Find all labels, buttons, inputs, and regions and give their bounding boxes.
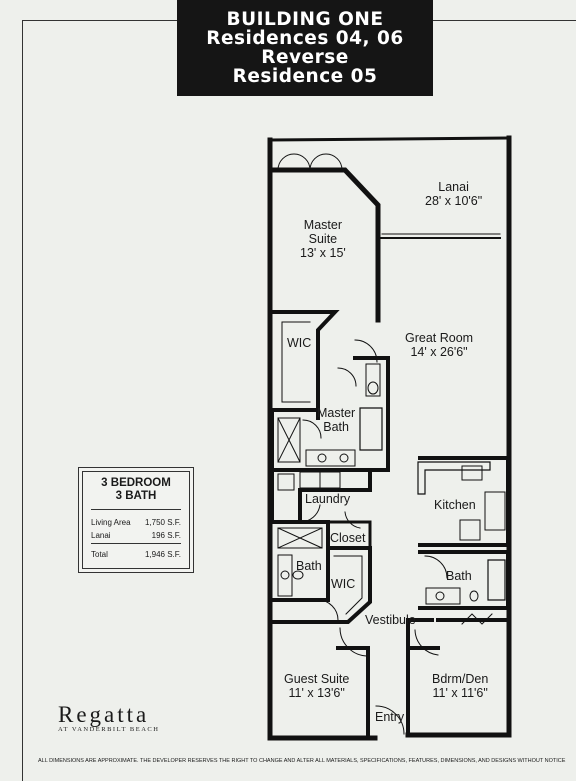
bdrm-den-label: Bdrm/Den 11' x 11'6" xyxy=(432,672,488,700)
entry-label: Entry xyxy=(375,710,405,724)
info-divider-bottom xyxy=(91,543,181,544)
laundry-label: Laundry xyxy=(305,492,351,506)
wic-master-label: WIC xyxy=(287,336,312,350)
sink-1 xyxy=(317,453,327,463)
closet-door xyxy=(344,511,361,529)
toilet-master xyxy=(367,381,379,395)
bdrm-wall xyxy=(406,618,510,650)
kitchen-label: Kitchen xyxy=(434,498,476,512)
wic-master-wall xyxy=(270,310,340,412)
laundry-cab xyxy=(277,473,295,491)
living-area-row: Living Area 1,750 S.F. xyxy=(91,518,181,527)
title-line-2: Residences 04, 06 xyxy=(206,28,404,49)
guest-vanity xyxy=(277,554,293,597)
guest-sink xyxy=(280,570,290,580)
great-room-name: Great Room xyxy=(405,331,474,345)
shower-master xyxy=(277,417,301,463)
living-area-value: 1,750 S.F. xyxy=(144,518,181,527)
unit-info-inner: 3 BEDROOM 3 BATH Living Area 1,750 S.F. … xyxy=(82,471,190,569)
laundry-door xyxy=(299,504,321,523)
vanity-master xyxy=(305,449,356,467)
right-tub xyxy=(487,559,506,601)
lanai-name: Lanai xyxy=(438,180,469,194)
master-suite-size: 13' x 15' xyxy=(300,246,346,260)
lanai-area-row: Lanai 196 S.F. xyxy=(91,531,181,540)
guest-wic-door xyxy=(317,599,339,621)
lanai-label: Lanai 28' x 10'6" xyxy=(425,180,482,208)
master-bath-name-2: Bath xyxy=(323,420,349,434)
bedroom-count: 3 BEDROOM xyxy=(101,477,171,489)
bath-door-swing xyxy=(337,367,357,387)
right-sink xyxy=(435,591,445,601)
living-area-label: Living Area xyxy=(91,518,131,527)
total-row: Total 1,946 S.F. xyxy=(91,550,181,559)
master-bath-label: Master Bath xyxy=(317,406,355,434)
master-suite-label: Master Suite 13' x 15' xyxy=(300,218,346,260)
kitchen-counter xyxy=(418,456,510,547)
guest-wic-label: WIC xyxy=(331,577,356,591)
closet-label: Closet xyxy=(330,531,366,545)
info-divider-top xyxy=(91,509,181,510)
lanai-door-arcs xyxy=(277,153,343,171)
title-line-4: Residence 05 xyxy=(232,66,378,87)
washer-dryer xyxy=(299,471,341,489)
kitchen-range xyxy=(461,465,483,481)
bath-count: 3 BATH xyxy=(115,490,157,502)
guest-bath-label: Bath xyxy=(296,559,322,573)
bdrm-den-name: Bdrm/Den xyxy=(432,672,489,686)
wc-master xyxy=(365,363,381,397)
disclaimer-text: ALL DIMENSIONS ARE APPROXIMATE. THE DEVE… xyxy=(38,758,566,764)
lanai-area-label: Lanai xyxy=(91,531,111,540)
title-line-1: BUILDING ONE xyxy=(226,9,384,30)
unit-info-box: 3 BEDROOM 3 BATH Living Area 1,750 S.F. … xyxy=(78,467,194,573)
regatta-logo: Regatta xyxy=(58,702,150,727)
bdrm-door xyxy=(414,629,439,656)
master-bath-name-1: Master xyxy=(317,406,356,420)
guest-shower xyxy=(277,527,323,549)
right-bath-door xyxy=(424,555,448,579)
sink-2 xyxy=(339,453,349,463)
great-room-label: Great Room 14' x 26'6" xyxy=(405,331,473,359)
wic-door xyxy=(302,419,322,439)
fridge xyxy=(484,491,506,531)
guest-suite-label: Guest Suite 11' x 13'6" xyxy=(284,672,349,700)
guest-toilet xyxy=(292,570,304,580)
wic-master-shelf xyxy=(281,321,311,403)
great-room-size: 14' x 26'6" xyxy=(410,345,468,359)
lanai-size: 28' x 10'6" xyxy=(425,194,483,208)
bdrm-den-size: 11' x 11'6" xyxy=(432,686,488,700)
kitchen-sink xyxy=(459,519,481,541)
total-label: Total xyxy=(91,550,108,559)
guest-suite-size: 11' x 13'6" xyxy=(288,686,345,700)
guest-wic-shelf xyxy=(333,555,363,615)
vestibule-label: Vestibule xyxy=(365,613,416,627)
title-block: BUILDING ONE Residences 04, 06 Reverse R… xyxy=(177,0,433,96)
title-line-3: Reverse xyxy=(261,47,349,68)
total-value: 1,946 S.F. xyxy=(144,550,181,559)
guest-suite-name: Guest Suite xyxy=(284,672,350,686)
guest-suite-door xyxy=(339,627,369,657)
right-bath-label: Bath xyxy=(446,569,472,583)
regatta-tagline: AT VANDERBILT BEACH xyxy=(58,726,160,733)
right-toilet xyxy=(469,590,479,602)
entry-door xyxy=(375,705,405,735)
right-bath-wall xyxy=(418,550,510,610)
master-suite-name-2: Suite xyxy=(308,232,338,246)
master-suite-wall xyxy=(267,167,381,323)
lanai-area-value: 196 S.F. xyxy=(151,531,181,540)
master-suite-name-1: Master xyxy=(303,218,342,232)
bdrm-closet-doors xyxy=(461,613,493,625)
outer-wall-top xyxy=(268,136,511,142)
guest-bath-wall xyxy=(270,520,330,602)
right-vanity xyxy=(425,587,461,605)
tub-master xyxy=(359,407,383,451)
laundry-wall xyxy=(270,468,372,524)
master-bath-door xyxy=(354,339,378,363)
kitchen-island xyxy=(417,461,491,495)
